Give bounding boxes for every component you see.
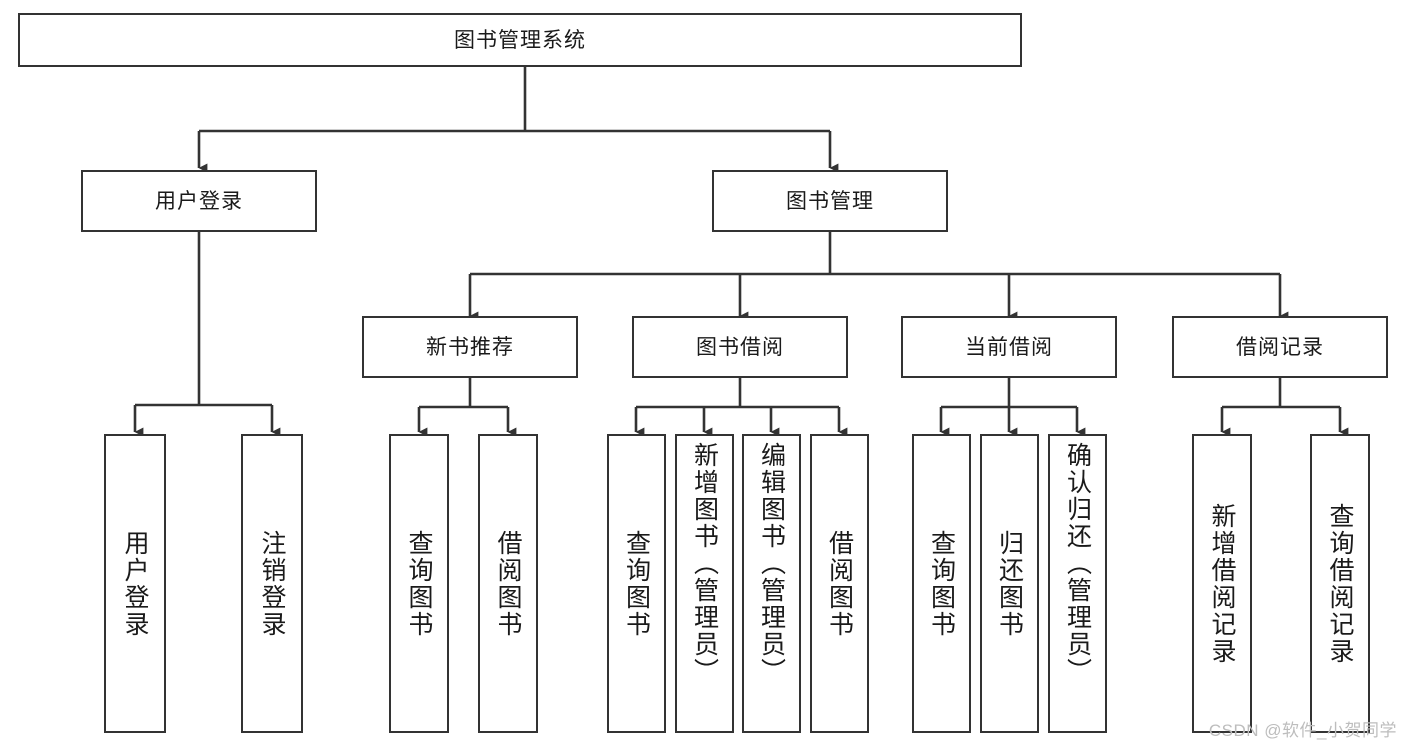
node-borrow-record[interactable]: 借阅记录 <box>1172 316 1388 378</box>
node-label: 借阅图书 <box>494 529 522 638</box>
node-book-management[interactable]: 图书管理 <box>712 170 948 232</box>
node-label: 查询图书 <box>405 529 433 638</box>
node-new-book-recommend[interactable]: 新书推荐 <box>362 316 578 378</box>
leaf-query-book-recommend[interactable]: 查询图书 <box>389 434 449 733</box>
node-label: 图书管理 <box>786 189 874 213</box>
node-label: 新书推荐 <box>426 335 514 359</box>
node-label: 归还图书 <box>995 529 1024 638</box>
node-label: 当前借阅 <box>965 335 1053 359</box>
node-label: 确认归还（管理员） <box>1063 442 1092 685</box>
node-label: 用户登录 <box>121 529 149 638</box>
node-label: 图书管理系统 <box>454 28 586 52</box>
node-root-system[interactable]: 图书管理系统 <box>18 13 1022 67</box>
leaf-query-book-current[interactable]: 查询图书 <box>912 434 971 733</box>
leaf-borrow-book[interactable]: 借阅图书 <box>810 434 869 733</box>
node-label: 图书借阅 <box>696 335 784 359</box>
node-book-borrow[interactable]: 图书借阅 <box>632 316 848 378</box>
leaf-query-book-borrow[interactable]: 查询图书 <box>607 434 666 733</box>
node-label: 新增图书（管理员） <box>690 442 719 685</box>
node-label: 查询图书 <box>622 529 651 638</box>
node-label: 编辑图书（管理员） <box>757 442 786 685</box>
node-user-login[interactable]: 用户登录 <box>81 170 317 232</box>
leaf-logout-login[interactable]: 注销登录 <box>241 434 303 733</box>
node-label: 借阅图书 <box>825 529 854 638</box>
node-label: 查询图书 <box>927 529 956 638</box>
node-label: 查询借阅记录 <box>1326 502 1354 665</box>
csdn-watermark: CSDN @软件_小贺同学 <box>1208 721 1397 740</box>
leaf-edit-book[interactable]: 编辑图书（管理员） <box>742 434 801 733</box>
leaf-return-book[interactable]: 归还图书 <box>980 434 1039 733</box>
leaf-query-borrow-record[interactable]: 查询借阅记录 <box>1310 434 1370 733</box>
leaf-add-book[interactable]: 新增图书（管理员） <box>675 434 734 733</box>
node-label: 用户登录 <box>155 189 243 213</box>
node-label: 新增借阅记录 <box>1208 502 1236 665</box>
node-current-borrow[interactable]: 当前借阅 <box>901 316 1117 378</box>
leaf-confirm-return[interactable]: 确认归还（管理员） <box>1048 434 1107 733</box>
node-label: 注销登录 <box>258 529 286 638</box>
leaf-borrow-book-recommend[interactable]: 借阅图书 <box>478 434 538 733</box>
node-label: 借阅记录 <box>1236 335 1324 359</box>
leaf-add-borrow-record[interactable]: 新增借阅记录 <box>1192 434 1252 733</box>
leaf-user-login[interactable]: 用户登录 <box>104 434 166 733</box>
